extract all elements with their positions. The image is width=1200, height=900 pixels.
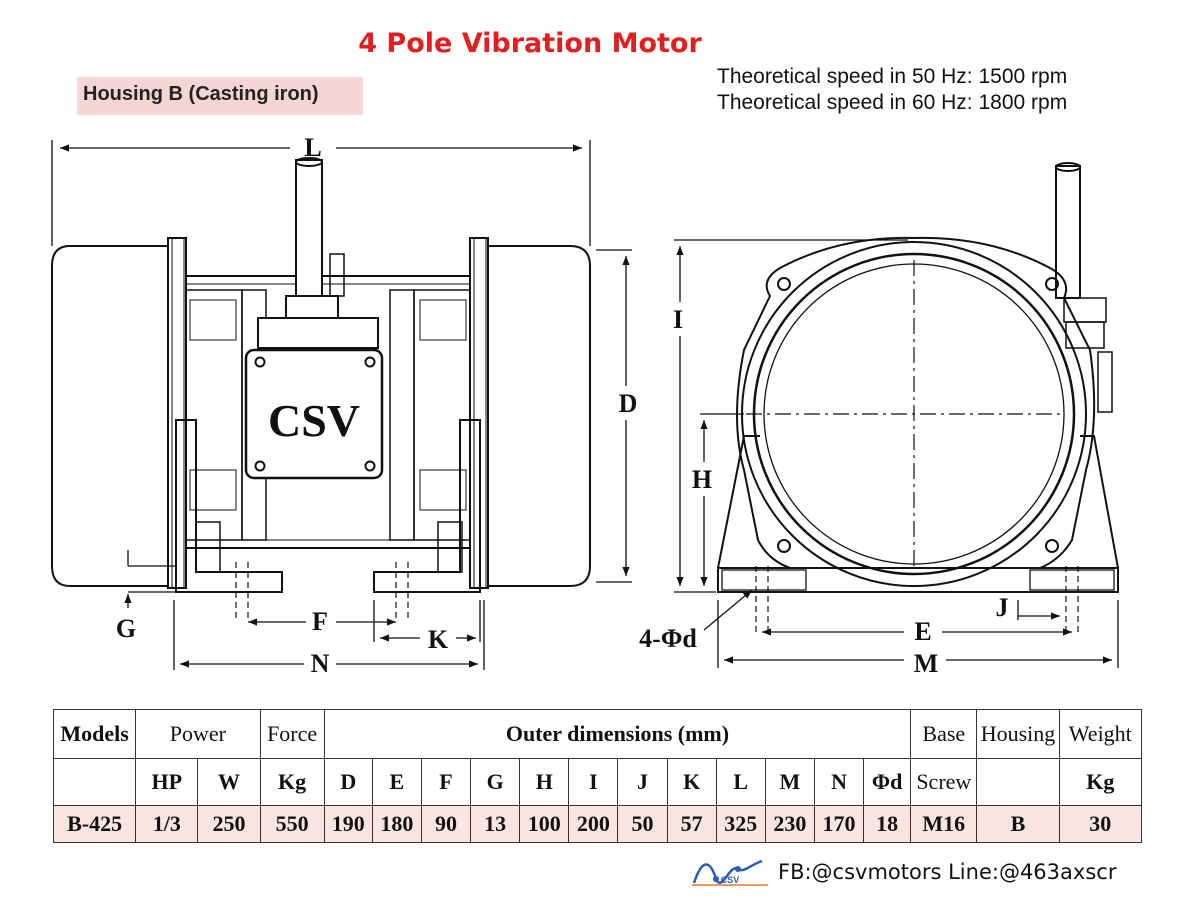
unit-screw: Screw — [910, 758, 978, 806]
table-header-row: Models Power Force Outer dimensions (mm)… — [52, 709, 1143, 759]
cell-phid: 18 — [863, 805, 912, 843]
contact-info: FB:@csvmotors Line:@463axscr — [778, 860, 1117, 884]
unit-kg: Kg — [259, 758, 325, 806]
unit-housing-empty — [976, 758, 1060, 806]
dim-label-K: K — [428, 625, 449, 654]
unit-weight-kg: Kg — [1058, 758, 1143, 806]
unit-n: N — [813, 758, 865, 806]
unit-e: E — [371, 758, 422, 806]
side-dimensions — [51, 140, 632, 670]
unit-l: L — [715, 758, 766, 806]
cell-w: 250 — [197, 805, 261, 843]
unit-phid: Φd — [863, 758, 912, 806]
dim-label-L: L — [304, 133, 321, 162]
cell-f: 90 — [420, 805, 472, 843]
cell-k: 57 — [666, 805, 717, 843]
table-row: B-425 1/3 250 550 190 180 90 13 100 200 … — [52, 805, 1143, 843]
cell-e: 180 — [371, 805, 422, 843]
table-units-row: HP W Kg D E F G H I J K L M N Φd Screw K… — [52, 758, 1143, 806]
dim-label-I: I — [673, 305, 683, 334]
unit-g: G — [470, 758, 521, 806]
terminal-box — [244, 348, 384, 480]
unit-j: J — [617, 758, 668, 806]
unit-m: M — [764, 758, 815, 806]
dim-label-G: G — [116, 614, 136, 643]
footer: CSV FB:@csvmotors Line:@463axscr — [690, 855, 1150, 895]
th-force: Force — [259, 709, 325, 759]
th-weight: Weight — [1058, 709, 1143, 759]
cell-i: 200 — [568, 805, 619, 843]
cell-h: 100 — [519, 805, 570, 843]
housing-label: Housing B (Casting iron) — [77, 77, 363, 115]
dim-label-J: J — [996, 593, 1009, 622]
cable-pipe — [295, 159, 323, 301]
dim-label-H: H — [692, 465, 712, 494]
unit-h: H — [519, 758, 570, 806]
front-view — [717, 162, 1119, 632]
cell-screw: M16 — [910, 805, 978, 843]
dim-label-hole: 4-Φd — [639, 624, 697, 653]
speed-60hz: Theoretical speed in 60 Hz: 1800 rpm — [717, 91, 1068, 114]
brand-plate: CSV — [268, 395, 360, 446]
front-housing — [736, 236, 1096, 569]
cell-m: 230 — [764, 805, 815, 843]
dim-label-M: M — [914, 649, 939, 678]
cell-force: 550 — [259, 805, 325, 843]
unit-w: W — [197, 758, 261, 806]
left-end-cap — [51, 245, 169, 587]
th-models: Models — [52, 709, 137, 759]
unit-i: I — [568, 758, 619, 806]
csv-logo-icon: CSV — [692, 859, 768, 886]
page-title: 4 Pole Vibration Motor — [358, 28, 702, 59]
side-view — [51, 157, 591, 622]
th-outer-dimensions: Outer dimensions (mm) — [323, 709, 912, 759]
dim-label-D: D — [619, 389, 638, 418]
logo-text: CSV — [721, 875, 740, 885]
right-foot — [373, 419, 481, 593]
cell-hp: 1/3 — [135, 805, 199, 843]
cell-g: 13 — [470, 805, 521, 843]
cell-l: 325 — [715, 805, 766, 843]
dim-label-F: F — [312, 607, 328, 636]
unit-empty — [52, 758, 137, 806]
cell-weight: 30 — [1058, 805, 1143, 843]
unit-f: F — [420, 758, 472, 806]
cell-housing: B — [976, 805, 1060, 843]
cell-d: 190 — [323, 805, 373, 843]
th-power: Power — [135, 709, 261, 759]
spec-table: Models Power Force Outer dimensions (mm)… — [52, 709, 1143, 843]
unit-k: K — [666, 758, 717, 806]
dim-label-N: N — [311, 649, 330, 678]
cell-j: 50 — [617, 805, 668, 843]
unit-d: D — [323, 758, 373, 806]
unit-hp: HP — [135, 758, 199, 806]
speed-info: Theoretical speed in 50 Hz: 1500 rpm The… — [717, 64, 1067, 116]
right-end-cap — [487, 245, 591, 587]
dim-label-E: E — [914, 617, 931, 646]
front-dimensions — [674, 239, 1119, 668]
technical-drawing: CSV L D G F K N — [51, 133, 1119, 678]
cell-n: 170 — [813, 805, 865, 843]
cell-model: B-425 — [52, 805, 137, 843]
th-base: Base — [910, 709, 978, 759]
speed-50hz: Theoretical speed in 50 Hz: 1500 rpm — [717, 65, 1068, 88]
th-housing: Housing — [976, 709, 1060, 759]
front-base — [717, 567, 1119, 593]
